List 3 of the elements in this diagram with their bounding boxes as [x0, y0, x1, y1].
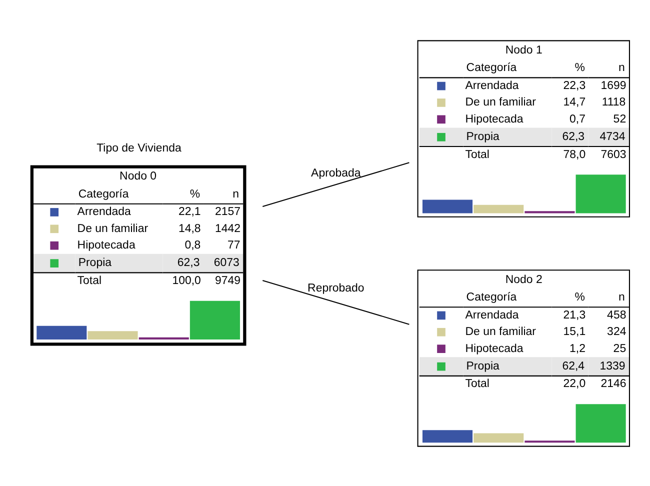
- node-label: Tipo de Vivienda: [96, 142, 181, 154]
- edge-label: Reprobado: [307, 282, 364, 294]
- edge-label: Aprobada: [310, 167, 360, 180]
